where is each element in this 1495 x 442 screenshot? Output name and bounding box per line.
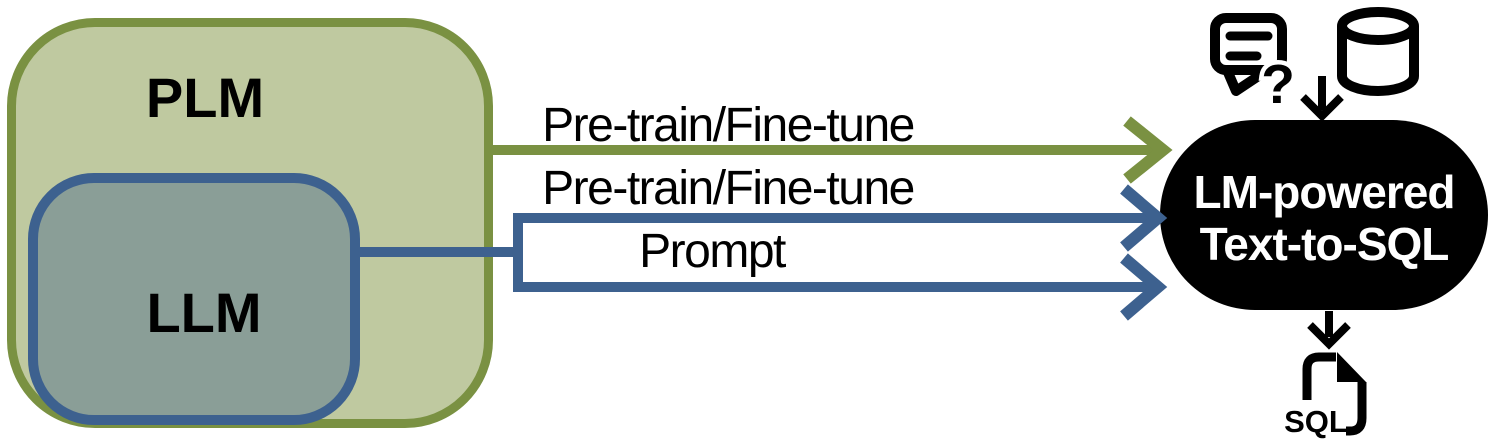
llm-box [28, 173, 360, 425]
node-label-line1: LM-powered [1193, 166, 1456, 218]
sql-file-icon: SQL [1284, 352, 1367, 439]
pretrain-llm-arrow-label: Pre-train/Fine-tune [542, 162, 915, 215]
llm-label: LLM [146, 281, 262, 344]
plm-label: PLM [145, 66, 265, 129]
question-mark-glyph: ? [1261, 53, 1295, 115]
output-down-arrow-icon [1307, 311, 1351, 350]
chat-question-icon: ? [1210, 13, 1299, 120]
prompt-arrow-label: Prompt [639, 225, 786, 278]
sql-file-label: SQL [1284, 404, 1348, 439]
node-label-line2: Text-to-SQL [1199, 218, 1450, 270]
pretrain-plm-arrow-label: Pre-train/Fine-tune [542, 99, 915, 152]
database-icon [1337, 7, 1419, 96]
lm-powered-text-to-sql-node: LM-powered Text-to-SQL [1160, 120, 1488, 310]
input-down-arrow-icon [1300, 76, 1344, 122]
